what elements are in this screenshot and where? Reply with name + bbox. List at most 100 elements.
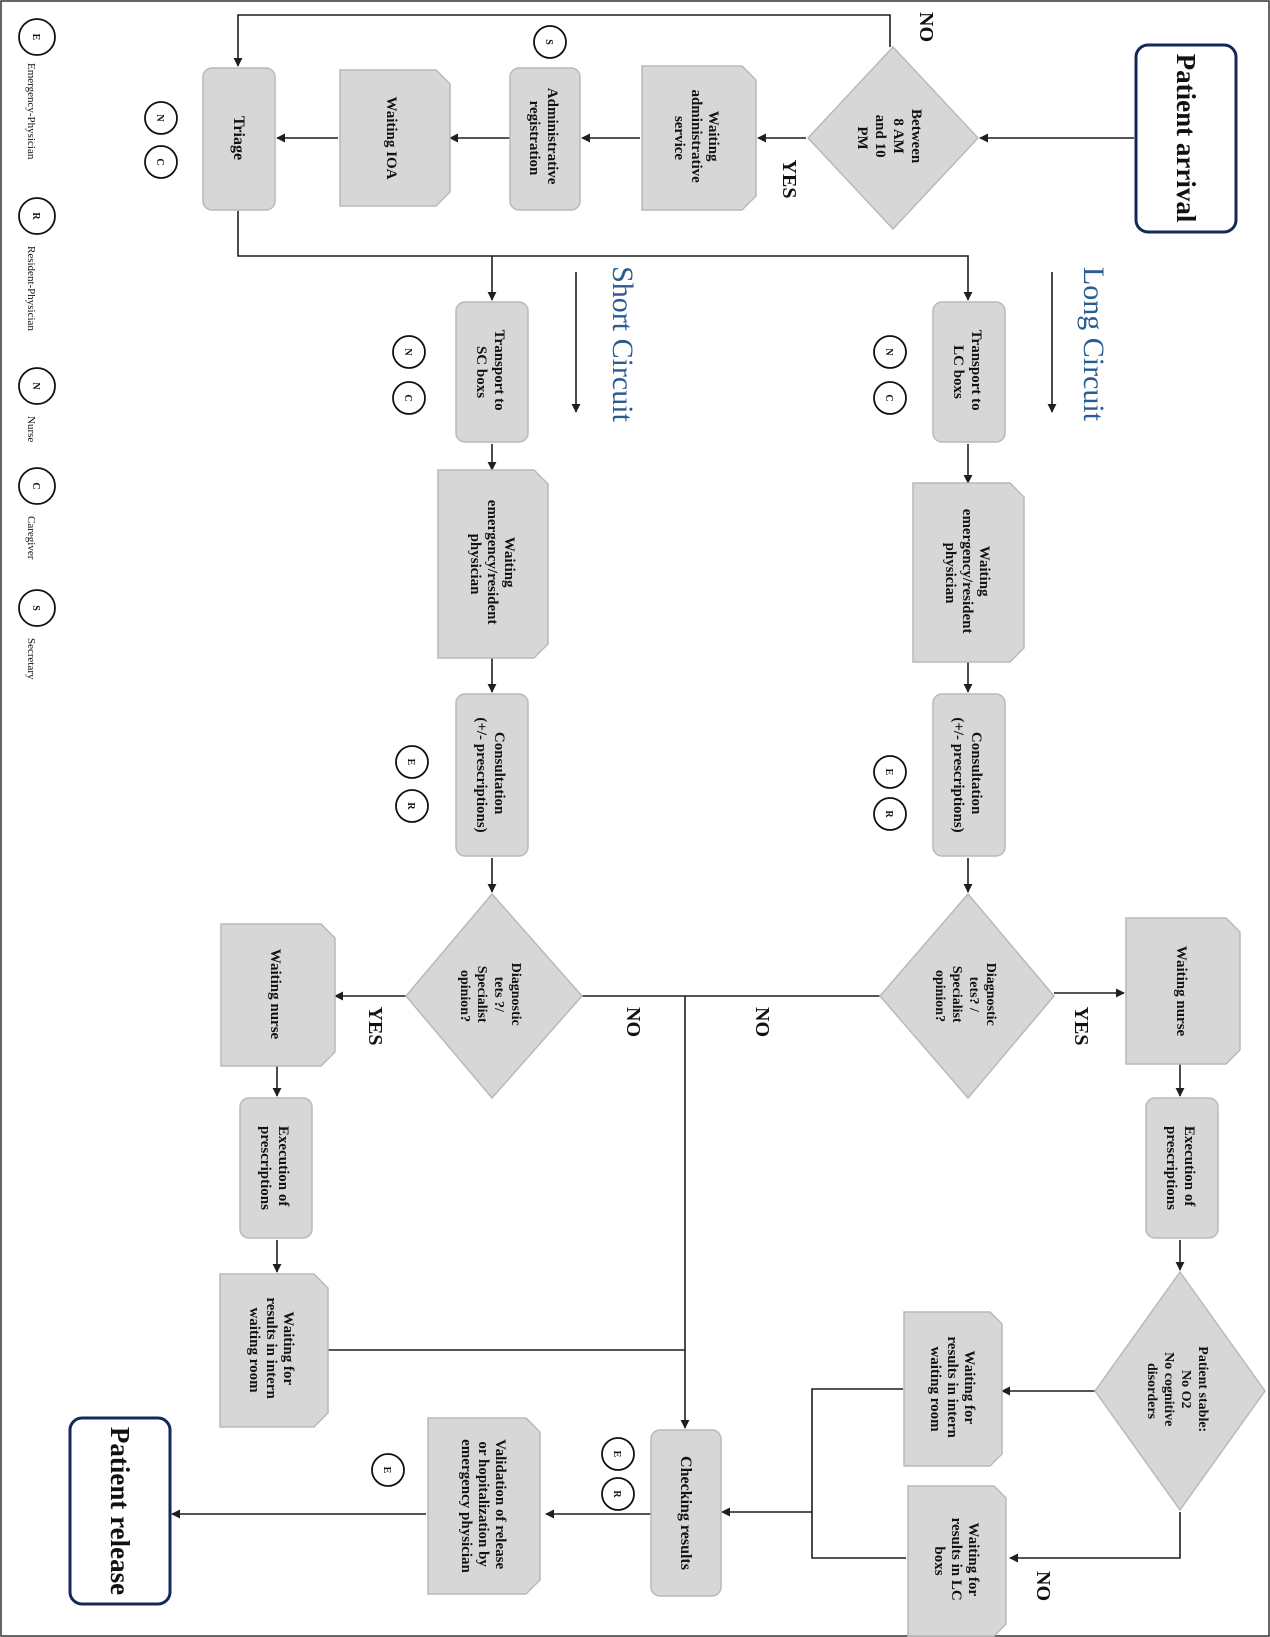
role-emergency-checking	[601, 1437, 635, 1471]
role-nurse-triage-text: N	[154, 114, 165, 122]
edge-label-hours-no: NO	[915, 12, 937, 42]
role-emergency-validation	[371, 1453, 405, 1487]
legend-label-nurse: Nurse	[25, 416, 37, 442]
lc-transport-box	[932, 301, 1006, 443]
edge-triage-to-lc	[237, 211, 973, 301]
lc-exec-label: Execution of prescriptions	[1163, 1126, 1197, 1210]
sc-wait-nurse-box	[220, 923, 336, 1067]
edge-lc-waiting-bracket	[811, 1388, 906, 1559]
sc-consultation-box	[455, 693, 529, 857]
role-secretary-registration	[533, 25, 567, 59]
sc-wait-physician-label: Waiting emergency/resident physician	[467, 500, 517, 628]
role-resident-lc-consult-text: R	[883, 810, 894, 818]
lc-exec-box	[1145, 1097, 1219, 1239]
validation-label: Validation of release or hopitalization …	[458, 1439, 508, 1573]
sc-consultation-label: Consultation (+/- prescriptions)	[473, 717, 507, 832]
waiting-ioa-label: Waiting IOA	[383, 97, 399, 180]
lc-wait-nurse-box	[1125, 917, 1241, 1065]
role-nurse-sc-transport	[392, 335, 426, 369]
role-caregiver-triage	[144, 145, 178, 179]
legend-circle-resident	[18, 197, 56, 235]
role-resident-sc-consult-text: R	[405, 802, 416, 810]
legend-circle-caregiver	[18, 467, 56, 505]
admin-registration-label: Administrative registration	[526, 88, 560, 188]
legend-code-caregiver: C	[30, 482, 41, 489]
decision-hours	[806, 45, 980, 231]
lc-wait-physician-label: Waiting emergency/resident physician	[942, 509, 992, 637]
waiting-admin-label: Waiting administrative service	[671, 89, 721, 186]
sc-transport-label: Transport to SC boxs	[473, 330, 507, 415]
legend-label-caregiver: Caregiver	[25, 516, 37, 560]
legend-label-emergency: Emergency-Physician	[25, 63, 37, 160]
patient-release-label: Patient release	[105, 1427, 135, 1595]
edge-label-sc-no: NO	[622, 1007, 644, 1037]
role-resident-checking-text: R	[611, 1490, 622, 1498]
waiting-admin-box	[641, 65, 757, 211]
lc-stable-decision	[1094, 1270, 1266, 1512]
patient-release-terminal	[68, 1416, 172, 1606]
patient-arrival-terminal	[1134, 43, 1238, 234]
sc-exec-label: Execution of prescriptions	[257, 1126, 291, 1210]
role-resident-sc-consult	[395, 789, 429, 823]
legend-code-secretary: S	[30, 605, 41, 611]
legend-code-nurse: N	[30, 382, 41, 390]
connectors	[171, 14, 1185, 1563]
role-caregiver-sc-transport	[392, 381, 426, 415]
lc-decision	[879, 892, 1055, 1100]
decision-hours-label: Between 8 AM and 10 PM	[854, 109, 924, 167]
role-nurse-lc-transport-text: N	[883, 348, 894, 356]
sc-transport-box	[455, 301, 529, 443]
legend-code-emergency: E	[30, 34, 41, 41]
legend-circle-secretary	[18, 589, 56, 627]
edge-label-lc-yes: YES	[1070, 1007, 1092, 1046]
legend-label-secretary: Secretary	[25, 638, 37, 680]
role-emergency-lc-consult-text: E	[883, 769, 894, 776]
edge-label-lc-no: NO	[751, 1007, 773, 1037]
legend-circle-emergency	[18, 18, 56, 56]
waiting-ioa-box	[339, 69, 451, 207]
validation-box	[427, 1417, 541, 1595]
role-nurse-sc-transport-text: N	[402, 348, 413, 356]
role-emergency-lc-consult	[873, 755, 907, 789]
sc-wait-intern-box	[219, 1273, 329, 1428]
role-emergency-checking-text: E	[611, 1451, 622, 1458]
legend-circle-nurse	[18, 367, 56, 405]
role-caregiver-lc-transport-text: C	[883, 394, 894, 401]
short-circuit-label: Short Circuit	[606, 266, 639, 422]
triage-label: Triage	[230, 116, 247, 160]
patient-arrival-label: Patient arrival	[1171, 54, 1201, 223]
lc-wait-intern-label: Waiting for results in intern waiting ro…	[927, 1336, 977, 1441]
edge-decision-no	[233, 14, 891, 67]
edge-stable-no	[1009, 1512, 1181, 1563]
edge-label-stable-no: NO	[1032, 1571, 1054, 1601]
legend-code-resident: R	[30, 212, 41, 220]
lc-wait-intern-box	[903, 1311, 1003, 1467]
sc-wait-nurse-label: Waiting nurse	[267, 949, 283, 1040]
edge-label-sc-yes: YES	[364, 1007, 386, 1046]
sc-decision	[405, 892, 584, 1100]
role-secretary-registration-text: S	[543, 39, 554, 45]
sc-exec-box	[239, 1097, 313, 1239]
lc-wait-nurse-label: Waiting nurse	[1173, 946, 1189, 1037]
lc-consultation-label: Consultation (+/- prescriptions)	[950, 717, 984, 832]
role-emergency-validation-text: E	[381, 1467, 392, 1474]
lc-decision-label: Diagnostic tets? / Specialist opinion?	[932, 963, 998, 1030]
role-nurse-triage	[144, 101, 178, 135]
lc-transport-label: Transport to LC boxs	[950, 330, 984, 415]
checking-results-box	[650, 1429, 722, 1597]
role-emergency-sc-consult-text: E	[405, 759, 416, 766]
checking-results-label: Checking results	[677, 1456, 694, 1570]
lc-wait-boxs-label: Waiting for results in LC boxs	[931, 1518, 981, 1605]
role-caregiver-triage-text: C	[154, 158, 165, 165]
long-circuit-label: Long Circuit	[1077, 267, 1110, 422]
role-emergency-sc-consult	[395, 745, 429, 779]
lc-wait-physician-box	[912, 482, 1025, 663]
lc-wait-boxs-box	[907, 1485, 1007, 1637]
lc-stable-label: Patient stable: No O2 No cognitive disor…	[1144, 1346, 1210, 1435]
triage-box	[202, 67, 276, 211]
edge-label-hours-yes: YES	[778, 160, 800, 199]
sc-wait-physician-box	[437, 469, 549, 659]
sc-wait-intern-label: Waiting for results in intern waiting ro…	[246, 1297, 296, 1402]
